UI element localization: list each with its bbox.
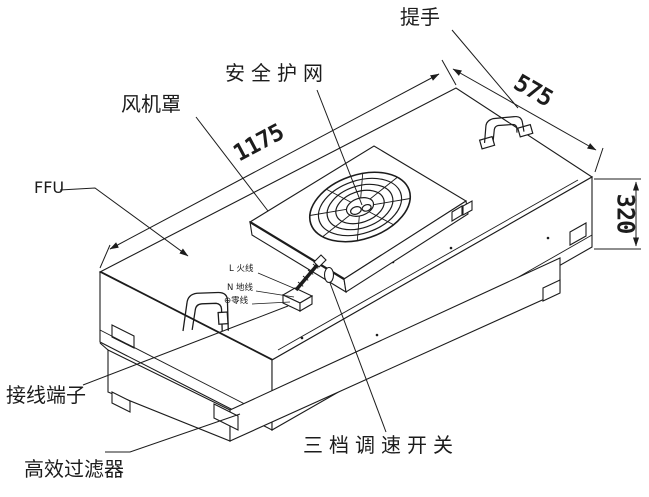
- terminal-block: [281, 287, 314, 312]
- filter-foot-left: [111, 391, 131, 413]
- label-fan-cover: 风机罩: [121, 92, 181, 116]
- dim-1175-value: 1175: [230, 120, 289, 167]
- power-cable: [294, 254, 327, 292]
- side-handle-grip-outer: [182, 291, 229, 332]
- filter-step-left: [99, 342, 109, 351]
- label-handle: 提手: [400, 5, 440, 29]
- dimension-320: 320: [594, 178, 641, 250]
- leader-lines: [59, 29, 519, 453]
- label-wire-live: L 火线: [229, 264, 254, 274]
- hepa-filter-box: [99, 257, 561, 442]
- label-hepa-filter: 高效过滤器: [24, 457, 124, 481]
- side-handle: [182, 291, 229, 332]
- leader-handle: [451, 29, 519, 109]
- plate-clip-1: [451, 205, 463, 222]
- clamp-notch-right: [569, 222, 587, 246]
- wire-leaders: [251, 272, 299, 305]
- terminal-side: [299, 295, 313, 312]
- label-terminal: 接线端子: [6, 383, 86, 407]
- speed-switch-knob: [323, 266, 335, 284]
- label-ffu: FFU: [34, 178, 65, 197]
- ext-line: [594, 147, 604, 173]
- clamp-notch-left: [111, 324, 135, 349]
- label-speed-switch: 三档调速开关: [303, 433, 459, 457]
- label-wire-neutral: ⊕零线: [224, 296, 249, 306]
- side-handle-grip-inner: [191, 302, 223, 332]
- leader-speed-switch: [329, 282, 387, 433]
- top-face-seam: [277, 179, 579, 351]
- ext-line: [441, 59, 457, 86]
- plate-clip-2: [462, 200, 473, 216]
- label-safety-net: 安全护网: [225, 61, 329, 85]
- dim-line: [109, 73, 440, 250]
- filter-foot-right: [542, 279, 561, 302]
- leader-fan-cover: [195, 116, 269, 212]
- leader-hepa-filter: [105, 413, 241, 453]
- leader-terminal: [82, 305, 289, 386]
- cable-lug: [313, 254, 327, 268]
- label-wire-ground: N 地线: [227, 283, 254, 293]
- ext-line: [99, 244, 111, 269]
- filter-foot-front: [213, 403, 239, 431]
- dim-320-value: 320: [612, 194, 637, 234]
- dim-line: [452, 68, 597, 151]
- side-handle-latch: [217, 311, 229, 325]
- leader-ffu: [59, 187, 189, 257]
- top-handle-foot-right: [517, 123, 534, 138]
- leader-safety-net: [316, 89, 363, 206]
